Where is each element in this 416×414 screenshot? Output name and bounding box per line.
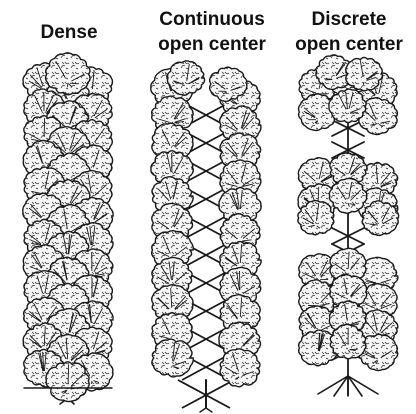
discrete-top-puff (346, 57, 383, 90)
discrete-root (318, 376, 348, 394)
dense-foliage-puff (46, 362, 89, 402)
continuous-left-foliage (152, 339, 193, 377)
continuous-top-puff (167, 61, 204, 95)
discrete-foliage-puff (362, 201, 398, 236)
dense-canopy-drawing (23, 53, 113, 404)
continuous-root (200, 408, 206, 412)
continuous-open-center-drawing (151, 61, 261, 412)
discrete-root (348, 376, 362, 396)
discrete-open-center-drawing (298, 55, 399, 396)
continuous-root (206, 408, 212, 412)
continuous-right-foliage (220, 349, 260, 387)
discrete-root (334, 376, 348, 396)
discrete-root (348, 376, 378, 394)
